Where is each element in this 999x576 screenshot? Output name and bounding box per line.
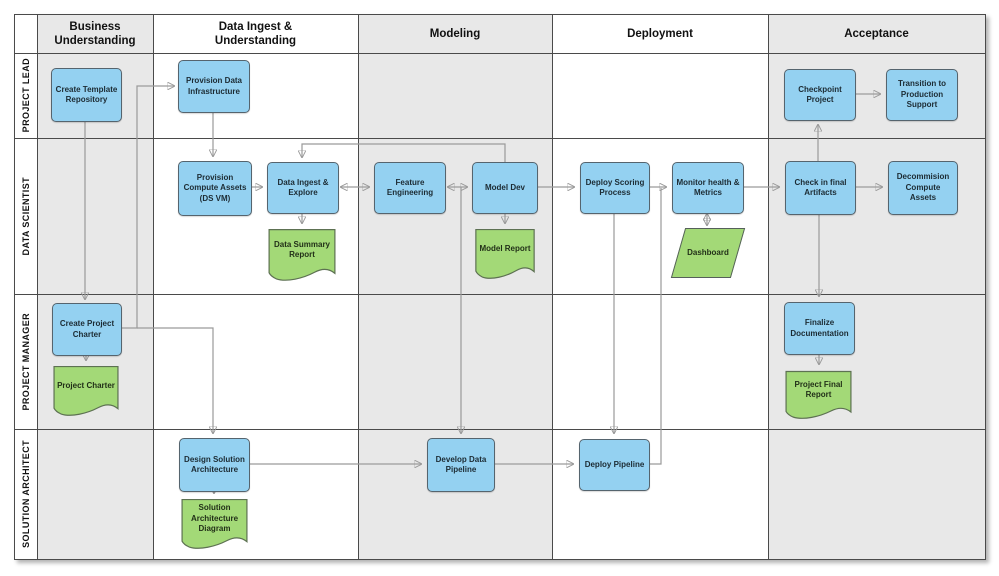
phase-header-business-understanding: Business Understanding: [54, 20, 136, 47]
node-label: Deploy Pipeline: [584, 459, 645, 469]
grid-hline: [15, 294, 985, 295]
role-cell-data-scientist: DATA SCIENTIST: [15, 138, 37, 294]
node-label: Create Template Repository: [55, 84, 118, 104]
document-shape: [474, 228, 536, 280]
grid-vline: [153, 15, 154, 559]
phase-header-deployment: Deployment: [627, 27, 693, 40]
node-provision-compute-assets: Provision Compute Assets (DS VM): [178, 161, 252, 216]
document-shape: [52, 365, 120, 417]
node-project-final-report: Project Final Report: [784, 370, 853, 420]
role-cell-project-lead: PROJECT LEAD: [15, 53, 37, 138]
node-label: Design Solution Architecture: [184, 454, 245, 474]
node-finalize-documentation: Finalize Documentation: [784, 302, 855, 355]
node-label: Data Ingest & Explore: [277, 177, 329, 197]
node-label: Provision Data Infrastructure: [185, 76, 242, 96]
node-label: Dashboard: [687, 247, 729, 257]
node-label: Model Report: [479, 243, 531, 253]
node-solution-architecture-diagram: Solution Architecture Diagram: [180, 498, 249, 550]
node-provision-data-infrastructure: Provision Data Infrastructure: [178, 60, 250, 113]
node-feature-engineering: Feature Engineering: [374, 162, 446, 214]
node-data-summary-report: Data Summary Report: [267, 228, 337, 282]
phase-header-modeling: Modeling: [429, 27, 481, 40]
node-label: Finalize Documentation: [790, 318, 849, 338]
node-label: Develop Data Pipeline: [435, 454, 487, 474]
role-label: PROJECT LEAD: [21, 58, 31, 133]
node-develop-data-pipeline: Develop Data Pipeline: [427, 438, 495, 492]
node-create-template-repository: Create Template Repository: [51, 68, 122, 122]
node-decommission-compute-assets: Decommision Compute Assets: [888, 161, 958, 215]
node-deploy-scoring-process: Deploy Scoring Process: [580, 162, 650, 214]
node-checkpoint-project: Checkpoint Project: [784, 69, 856, 121]
node-label: Solution Architecture Diagram: [190, 503, 239, 534]
node-label: Model Dev: [484, 182, 525, 192]
grid-vline: [358, 15, 359, 559]
node-deploy-pipeline: Deploy Pipeline: [579, 439, 650, 491]
role-label: SOLUTION ARCHITECT: [21, 440, 31, 548]
node-data-ingest-explore: Data Ingest & Explore: [267, 162, 339, 214]
node-label: Deploy Scoring Process: [585, 177, 645, 197]
node-label: Project Final Report: [794, 379, 843, 399]
node-label: Decommision Compute Assets: [896, 172, 950, 203]
node-dashboard: Dashboard: [670, 228, 746, 278]
grid-vline: [768, 15, 769, 559]
grid-hline: [15, 429, 985, 430]
node-label: Transition to Production Support: [898, 79, 946, 110]
node-monitor-health-metrics: Monitor health & Metrics: [672, 162, 744, 214]
node-label: Checkpoint Project: [798, 84, 842, 104]
document-shape: [180, 498, 249, 550]
phase-header-acceptance: Acceptance: [844, 27, 909, 40]
node-label: Monitor health & Metrics: [676, 177, 740, 197]
node-label: Check in final Artifacts: [794, 177, 847, 197]
role-label: DATA SCIENTIST: [21, 176, 31, 256]
node-check-in-final-artifacts: Check in final Artifacts: [785, 161, 856, 215]
node-label: Data Summary Report: [273, 239, 331, 259]
node-create-project-charter: Create Project Charter: [52, 303, 122, 356]
node-model-report: Model Report: [474, 228, 536, 280]
role-cell-project-manager: PROJECT MANAGER: [15, 294, 37, 429]
document-shape: [784, 370, 853, 420]
grid-hline: [15, 53, 985, 54]
node-project-charter: Project Charter: [52, 365, 120, 417]
grid-vline: [552, 15, 553, 559]
grid-hline: [15, 138, 985, 139]
role-cell-solution-architect: SOLUTION ARCHITECT: [15, 429, 37, 559]
node-label: Create Project Charter: [59, 319, 115, 339]
node-design-solution-architecture: Design Solution Architecture: [179, 438, 250, 492]
document-shape: [267, 228, 337, 282]
node-transition-to-production-support: Transition to Production Support: [886, 69, 958, 121]
node-label: Project Charter: [57, 380, 115, 390]
node-model-dev: Model Dev: [472, 162, 538, 214]
node-label: Provision Compute Assets (DS VM): [183, 172, 247, 203]
node-label: Feature Engineering: [386, 177, 434, 197]
role-label: PROJECT MANAGER: [21, 312, 31, 411]
phase-header-data-ingest-understanding: Data Ingest & Understanding: [214, 20, 297, 47]
role-column: [15, 15, 37, 559]
grid-vline: [37, 15, 38, 559]
